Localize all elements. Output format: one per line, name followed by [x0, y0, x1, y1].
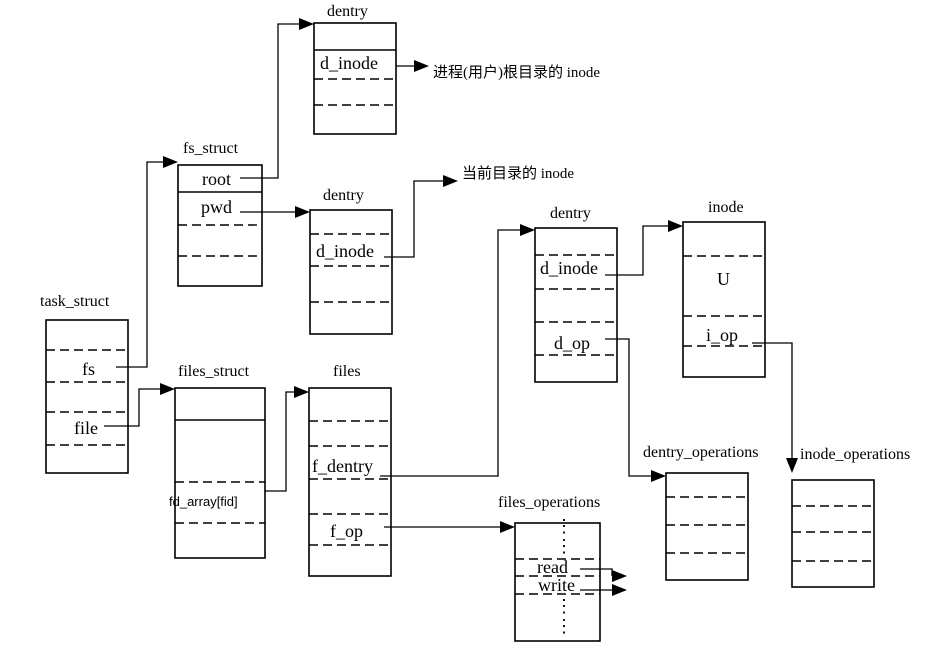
arrow-d-inode-to-inode [605, 220, 683, 276]
files-operations-ellipsis-top: ⋮ [555, 516, 573, 536]
files-operations-box: files_operations ⋮ ⋮ read write ⋮ ⋮ [498, 494, 601, 642]
dentry-pwd-title: dentry [323, 187, 364, 204]
arrow-file-to-files-struct [104, 383, 175, 427]
inode-operations-box: inode_operations [791, 446, 910, 588]
dentry-root-box: dentry d_inode [313, 3, 397, 135]
dentry-file-d-inode-field: d_inode [540, 258, 598, 278]
fs-struct-root-field: root [202, 169, 231, 189]
dentry-file-title: dentry [550, 205, 591, 222]
dentry-root-title: dentry [327, 3, 368, 20]
files-operations-write-field: write [538, 575, 575, 595]
arrow-d-op-to-dentry-operations [605, 338, 666, 482]
fs-struct-box: fs_struct root pwd [177, 140, 263, 287]
inode-box: inode U i_op [682, 199, 766, 378]
dentry-root-d-inode-field: d_inode [320, 53, 378, 73]
files-operations-read-field: read [537, 557, 568, 577]
files-f-dentry-field: f_dentry [312, 456, 373, 476]
files-title: files [333, 363, 361, 380]
dentry-pwd-d-inode-field: d_inode [316, 241, 374, 261]
files-struct-title: files_struct [178, 363, 250, 380]
arrow-root-to-dentry [240, 18, 314, 179]
files-f-op-field: f_op [330, 521, 363, 541]
arrow-f-op-to-files-operations [384, 521, 515, 533]
cwd-inode-note: 当前目录的 inode [462, 165, 574, 182]
arrow-fs-to-fs-struct [116, 156, 178, 368]
inode-u-field: U [717, 269, 730, 289]
fs-struct-title: fs_struct [183, 140, 239, 157]
dentry-file-box: dentry d_inode d_op [534, 205, 618, 383]
task-struct-file-field: file [74, 418, 98, 438]
files-operations-ellipsis-top2: ⋮ [555, 536, 573, 556]
files-operations-title: files_operations [498, 494, 600, 511]
task-struct-fs-field: fs [82, 359, 95, 379]
dentry-pwd-box: dentry d_inode [309, 187, 393, 335]
inode-title: inode [708, 199, 744, 216]
dentry-operations-box: dentry_operations [643, 444, 759, 581]
files-struct-fd-array-field: fd_array[fid] [169, 494, 238, 509]
arrow-i-op-to-inode-operations [752, 342, 798, 473]
inode-i-op-field: i_op [706, 325, 738, 345]
arrow-pwd-to-dentry [240, 206, 310, 218]
arrow-write-out [580, 584, 627, 596]
dentry-operations-title: dentry_operations [643, 444, 759, 461]
arrow-f-dentry-to-dentry [380, 224, 535, 477]
root-inode-note: 进程(用户)根目录的 inode [433, 64, 600, 81]
inode-operations-title: inode_operations [800, 446, 910, 463]
dentry-file-d-op-field: d_op [554, 333, 590, 353]
files-box: files f_dentry f_op [308, 363, 392, 577]
files-operations-ellipsis-bottom: ⋮ [555, 596, 573, 616]
task-struct-box: task_struct fs file [40, 293, 129, 474]
task-struct-title: task_struct [40, 293, 110, 310]
arrow-root-dentry-to-inode [396, 60, 429, 72]
files-struct-box: files_struct fd_array[fid] [169, 363, 266, 559]
arrow-read-out [580, 568, 627, 582]
fs-struct-pwd-field: pwd [201, 197, 232, 217]
files-operations-ellipsis-bottom2: ⋮ [555, 616, 573, 636]
arrow-fd-array-to-files [265, 386, 309, 492]
arrow-pwd-dentry-to-inode [384, 175, 458, 258]
